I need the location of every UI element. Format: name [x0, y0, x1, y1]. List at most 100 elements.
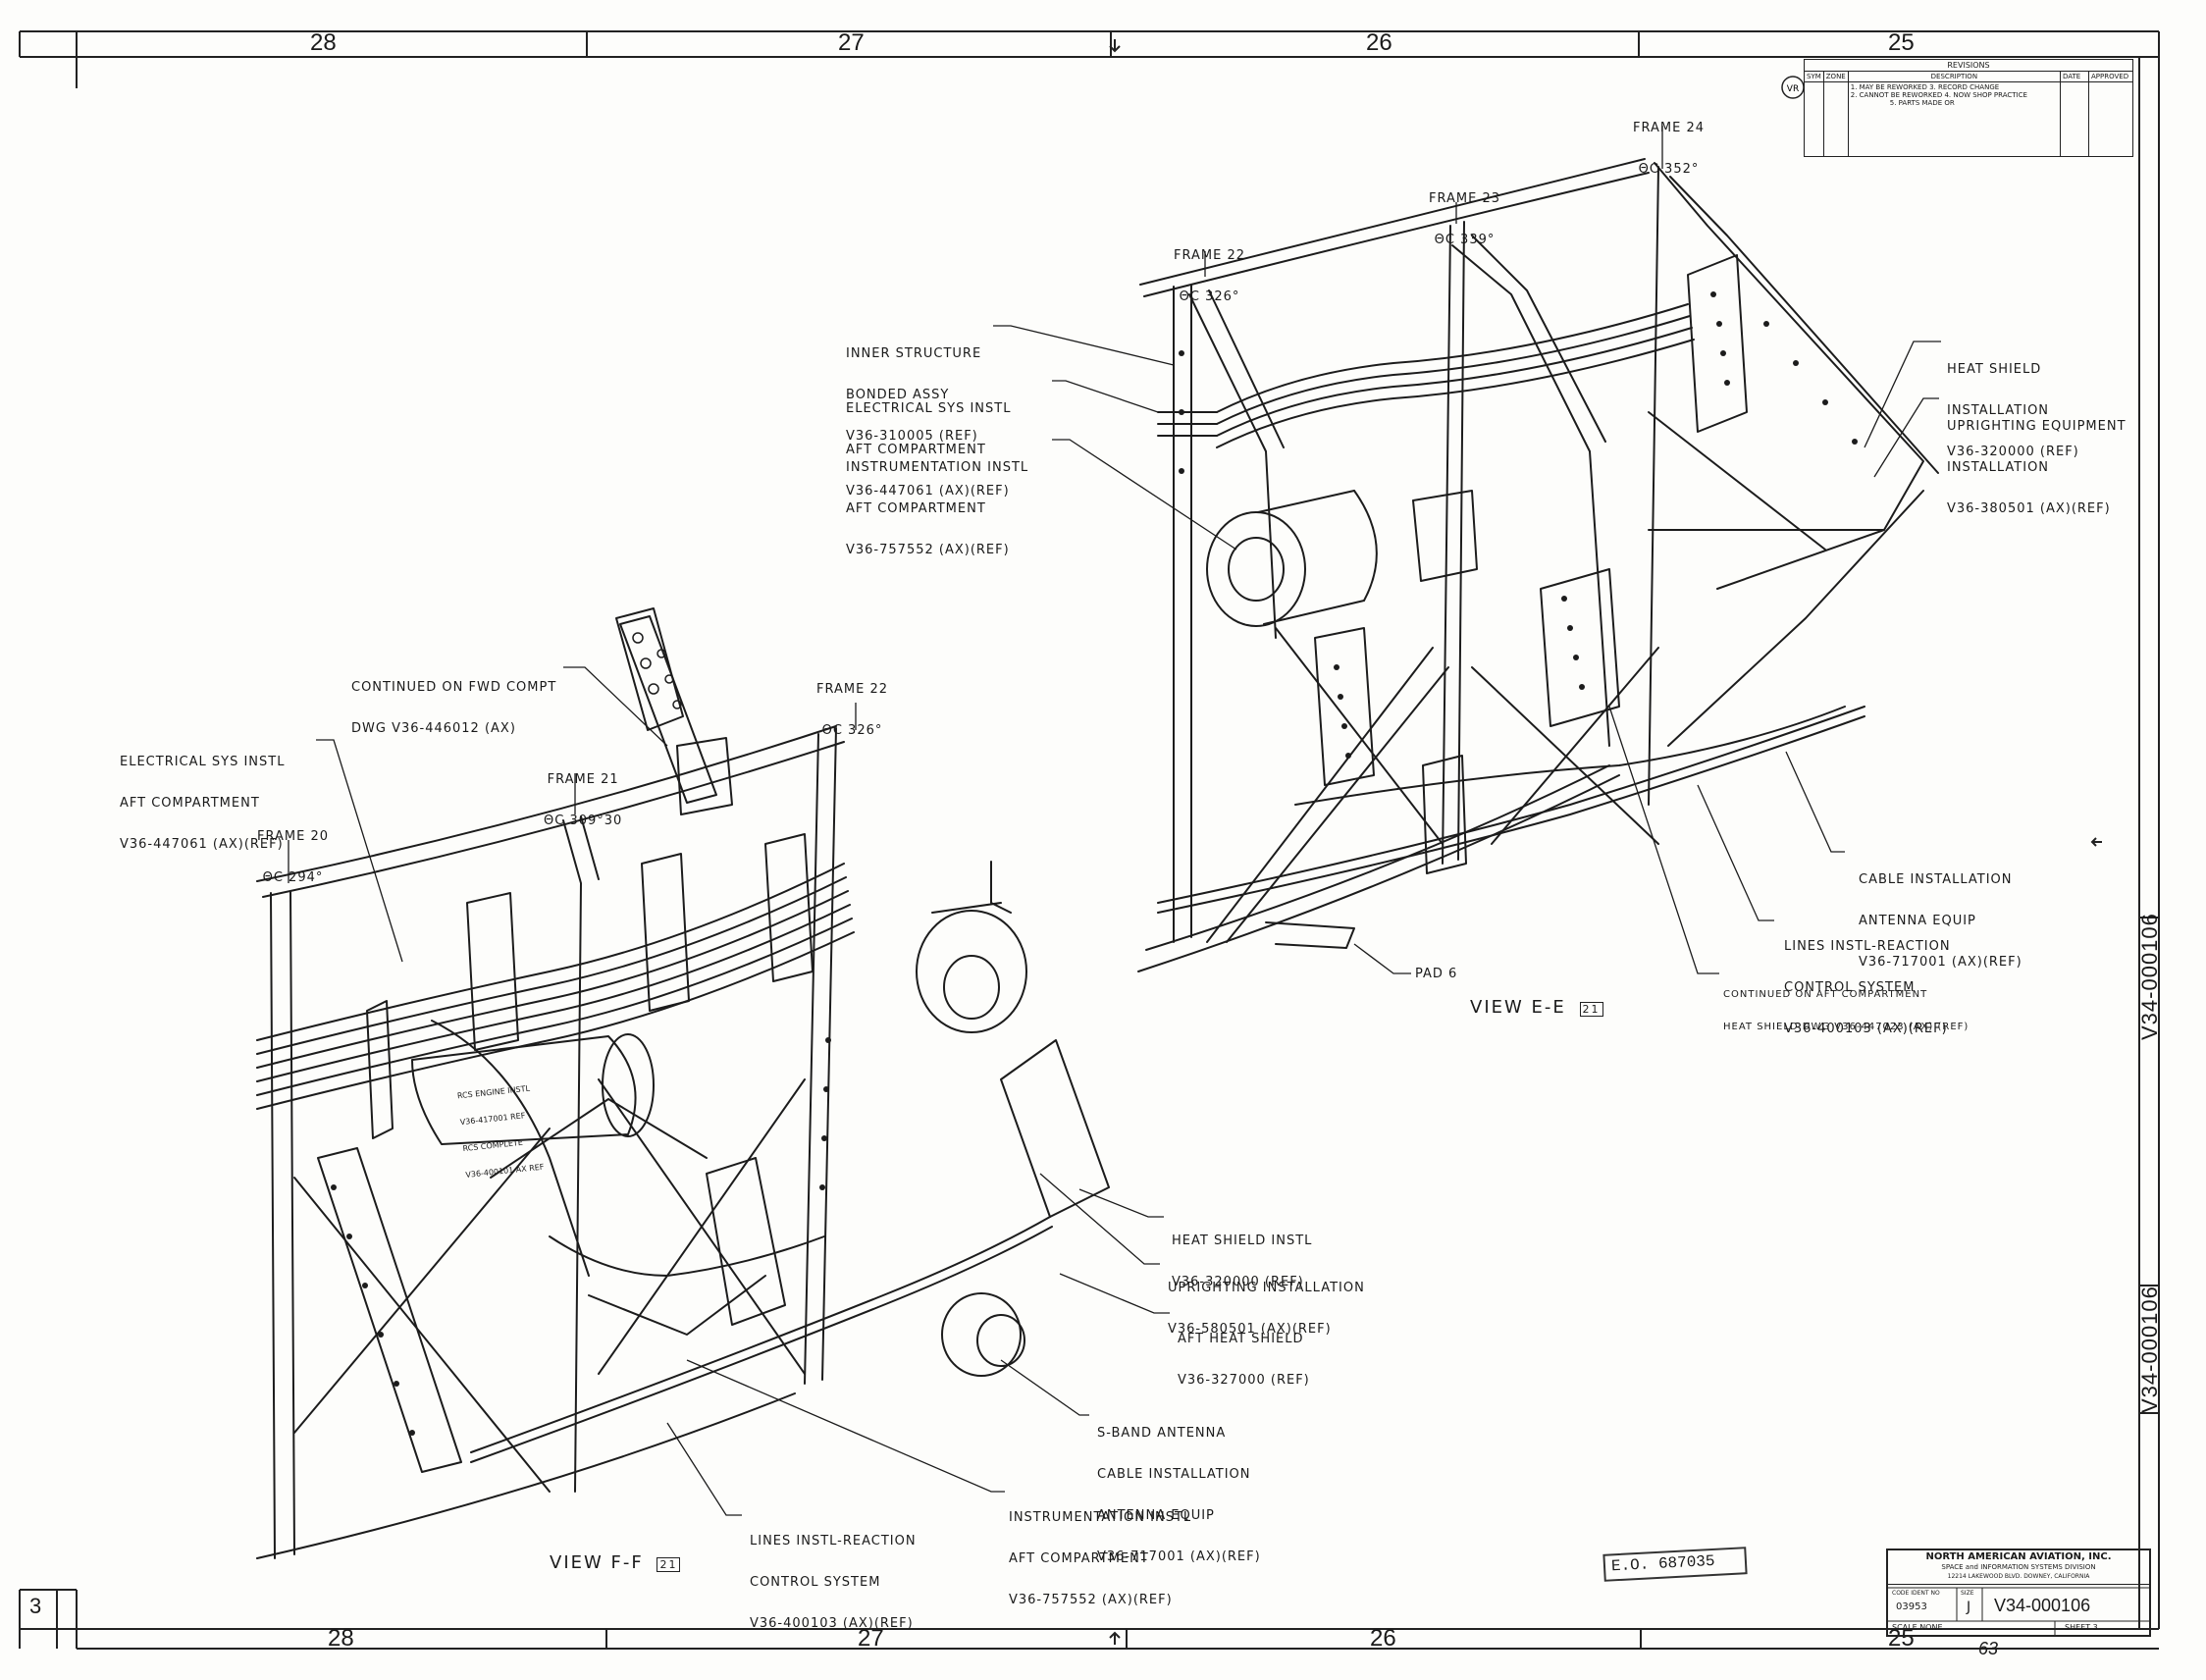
title-block-grid [1888, 1587, 2149, 1635]
callout-line: AFT COMPARTMENT [1009, 1551, 1149, 1566]
code-ident-value: 03953 [1896, 1601, 1927, 1612]
callout-line: V36-310005 (REF) [846, 429, 978, 444]
tank-label: RCS ENGINE INSTL V36-417001 REF RCS COMP… [455, 1066, 547, 1197]
callout-line: S-BAND ANTENNA [1097, 1426, 1227, 1441]
scale-label: SCALE NONE [1892, 1623, 1943, 1632]
size-value: J [1967, 1600, 1971, 1615]
zone-label-bottom: 27 [858, 1625, 884, 1652]
frame-label-24: FRAME 24 θc 352° [1633, 94, 1705, 204]
callout-continued-aft: CONTINUED ON AFT COMPARTMENT HEAT SHIELD… [1723, 968, 1969, 1054]
callout-line: AFT COMPARTMENT [846, 443, 986, 457]
zone-label-top: 27 [838, 29, 865, 56]
callout-aft-heat-shield: AFT HEAT SHIELD V36-327000 (REF) [1178, 1305, 1310, 1415]
callout-line: INNER STRUCTURE [846, 346, 982, 361]
tank-label-line: V36-417001 REF [459, 1111, 526, 1128]
frame-name: FRAME 24 [1633, 121, 1705, 135]
callout-lines-reaction: LINES INSTL-REACTION CONTROL SYSTEM V36-… [1784, 913, 1951, 1064]
callout-electrical-sys: ELECTRICAL SYS INSTL AFT COMPARTMENT V36… [846, 375, 1011, 526]
zone-label-bottom: 26 [1370, 1625, 1396, 1652]
callout-s-band-antenna: S-BAND ANTENNA CABLE INSTALLATION ANTENN… [1097, 1399, 1261, 1592]
frame-label-22: FRAME 22 θc 326° [1174, 222, 1245, 332]
callout-instrumentation: INSTRUMENTATION INSTL AFT COMPARTMENT V3… [846, 434, 1028, 585]
zone-label-top: 26 [1366, 29, 1392, 56]
view-title-text: VIEW F-F [550, 1552, 644, 1573]
callout-electrical-sys-ff: ELECTRICAL SYS INSTL AFT COMPARTMENT V36… [120, 728, 285, 879]
callout-instrumentation-ff: INSTRUMENTATION INSTL AFT COMPARTMENT V3… [1009, 1484, 1191, 1635]
callout-lines-reaction-ff: LINES INSTL-REACTION CONTROL SYSTEM V36-… [750, 1507, 917, 1658]
callout-line: V36-400103 (AX)(REF) [750, 1616, 914, 1631]
callout-line: V36-320000 (REF) [1947, 445, 2079, 459]
frame-name: FRAME 22 [816, 682, 888, 697]
view-ff-title: VIEW F-F 21 [550, 1552, 681, 1573]
callout-line: INSTALLATION [1947, 403, 2050, 418]
callout-line: LINES INSTL-REACTION [1784, 939, 1951, 954]
callout-line: V36-757552 (AX)(REF) [1009, 1593, 1173, 1607]
code-ident-label: CODE IDENT NO [1892, 1590, 1940, 1597]
callout-line: V36-717001 (AX)(REF) [1859, 955, 2022, 970]
callout-line: AFT HEAT SHIELD [1178, 1332, 1304, 1346]
frame-name: FRAME 22 [1174, 248, 1245, 263]
view-ee-title: VIEW E-E 21 [1470, 997, 1603, 1018]
callout-line: CABLE INSTALLATION [1859, 872, 2013, 887]
callout-line: V36-447061 (AX)(REF) [846, 484, 1010, 499]
sheet-label: SHEET 3 [2065, 1623, 2098, 1632]
frame-name: FRAME 23 [1429, 191, 1500, 206]
callout-uprighting-equipment: UPRIGHTING EQUIPMENT INSTALLATION V36-38… [1947, 393, 2127, 544]
frame-angle: θc 309°30 [544, 814, 623, 828]
callout-line: V36-380501 (AX)(REF) [1947, 501, 2111, 516]
callout-heat-shield: HEAT SHIELD INSTALLATION V36-320000 (REF… [1947, 336, 2079, 487]
callout-line: INSTRUMENTATION INSTL [1009, 1510, 1192, 1525]
callout-line: LINES INSTL-REACTION [750, 1534, 917, 1549]
callout-line: UPRIGHTING INSTALLATION [1168, 1281, 1365, 1295]
title-block: NORTH AMERICAN AVIATION, INC. SPACE and … [1886, 1549, 2151, 1637]
view-title-text: VIEW E-E [1470, 997, 1566, 1018]
callout-line: CONTINUED ON AFT COMPARTMENT [1723, 989, 1928, 1000]
frame-name: FRAME 20 [257, 829, 329, 844]
callout-line: INSTALLATION [1947, 460, 2050, 475]
approval-stamp-icon: VR [1781, 76, 1805, 99]
callout-line: CONTINUED ON FWD COMPT [351, 680, 557, 695]
callout-inner-structure: INNER STRUCTURE BONDED ASSY V36-310005 (… [846, 320, 981, 471]
revisions-block: REVISIONS SYM ZONE DESCRIPTION DATE APPR… [1804, 59, 2133, 177]
callout-line: CONTROL SYSTEM [1784, 980, 1916, 995]
frame-angle: θc 352° [1638, 162, 1700, 177]
frame-label-21-ff: FRAME 21 θc 309°30 [544, 746, 622, 856]
rev-note: 5. PARTS MADE OR [1889, 99, 1955, 107]
bottom-scribble: 63 [1978, 1639, 1999, 1658]
callout-line: HEAT SHIELD DWG V36-447023 (AX) (REF) [1723, 1022, 1970, 1032]
callout-line: V36-717001 (AX)(REF) [1097, 1549, 1261, 1564]
tank-label-line: RCS ENGINE INSTL [456, 1083, 531, 1101]
frame-angle: θc 326° [821, 723, 883, 738]
company-address: 12214 LAKEWOOD BLVD. DOWNEY, CALIFORNIA [1947, 1573, 2090, 1580]
frame-angle: θc 339° [1434, 233, 1496, 247]
frame-angle: θc 294° [262, 870, 324, 885]
rev-note: 2. CANNOT BE REWORKED 4. NOW SHOP PRACTI… [1850, 91, 2027, 99]
division-name: SPACE and INFORMATION SYSTEMS DIVISION [1941, 1563, 2096, 1571]
callout-line: CONTROL SYSTEM [750, 1575, 881, 1590]
zone-label-top: 25 [1888, 29, 1915, 56]
frame-label-22-ff: FRAME 22 θc 326° [816, 656, 888, 765]
rev-note: 1. MAY BE REWORKED 3. RECORD CHANGE [1850, 83, 2000, 91]
drawing-number: V34-000106 [1994, 1596, 2091, 1615]
callout-line: ANTENNA EQUIP [1859, 914, 1976, 928]
callout-line: ELECTRICAL SYS INSTL [120, 755, 286, 769]
callout-line: AFT COMPARTMENT [846, 501, 986, 516]
callout-line: ELECTRICAL SYS INSTL [846, 401, 1012, 416]
callout-line: HEAT SHIELD [1947, 362, 2042, 377]
callout-line: V36-400103 (AX)(REF) [1784, 1022, 1948, 1036]
tank-label-line: V36-400101 AX REF [464, 1162, 545, 1180]
view-ref-box: 21 [1579, 1002, 1603, 1017]
callout-line: V36-757552 (AX)(REF) [846, 543, 1010, 557]
callout-line: HEAT SHIELD INSTL [1172, 1234, 1313, 1248]
callout-line: V36-327000 (REF) [1178, 1373, 1310, 1388]
frame-label-20-ff: FRAME 20 θc 294° [257, 803, 329, 913]
callout-cable-installation: CABLE INSTALLATION ANTENNA EQUIP V36-717… [1859, 846, 2022, 997]
zone-label-bottom: 28 [328, 1625, 354, 1652]
corner-mark: 3 [29, 1594, 42, 1618]
callout-line: V36-580501 (AX)(REF) [1168, 1322, 1332, 1337]
frame-name: FRAME 21 [547, 772, 619, 787]
callout-line: V36-447061 (AX)(REF) [120, 837, 284, 852]
callout-line: AFT COMPARTMENT [120, 796, 260, 811]
